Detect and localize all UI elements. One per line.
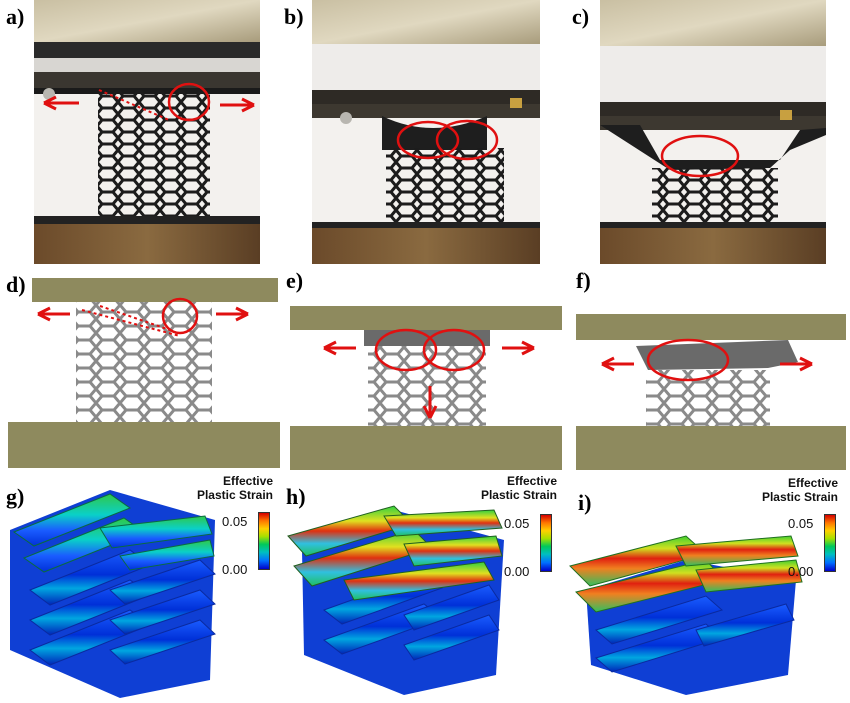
photo-b [312,0,540,264]
colorbar-title-line1-h: Effective [506,474,557,488]
colorbar-title-line2-g: Plastic Strain [196,488,273,502]
panel-g: g) Effective Plastic Strain [0,470,284,703]
photo-c [600,0,826,264]
panel-label-b: b) [284,4,304,29]
panel-label-h: h) [286,484,306,509]
fe-render-h [287,505,504,695]
colorbar-max-g: 0.05 [222,514,248,529]
panel-b: b) [282,0,564,270]
panel-h: h) Effective Plastic Strain 0.0 [284,470,566,703]
colorbar-title-line2-h: Plastic Strain [480,488,557,502]
panel-i: i) Effective Plastic Strain 0.05 0.00 [566,470,850,703]
schematic-f [576,314,846,470]
colorbar-max-i: 0.05 [788,516,814,531]
colorbar-title-i: Effective Plastic Strain [726,476,838,504]
schematic-e [290,306,562,470]
photo-c-drawing [600,0,826,264]
colorbar-min-h: 0.00 [504,564,530,579]
colorbar-i [824,514,836,572]
colorbar-h [540,514,552,572]
colorbar-title-line1-g: Effective [222,474,273,488]
panel-d: d) [0,270,284,470]
panel-label-a: a) [6,4,25,29]
fe-render-g [10,490,216,698]
panel-label-g: g) [6,484,25,509]
fe-render-i [569,535,803,695]
colorbar-title-line2-i: Plastic Strain [761,490,838,504]
panel-label-i: i) [578,490,592,515]
colorbar-max-h: 0.05 [504,516,530,531]
photo-a [34,0,260,264]
panel-label-c: c) [572,4,590,29]
colorbar-title-g: Effective Plastic Strain [160,474,273,502]
panel-label-f: f) [576,268,591,293]
panel-label-d: d) [6,272,26,297]
photo-a-drawing [34,0,260,264]
colorbar-min-g: 0.00 [222,562,248,577]
panel-label-e: e) [286,268,304,293]
colorbar-title-h: Effective Plastic Strain [444,474,557,502]
panel-e: e) [284,270,568,470]
panel-c: c) [566,0,850,270]
colorbar-min-i: 0.00 [788,564,814,579]
colorbar-g [258,512,270,570]
panel-a: a) [0,0,280,270]
colorbar-title-line1-i: Effective [787,476,838,490]
panel-f: f) [568,270,850,470]
photo-b-drawing [312,0,540,264]
schematic-d [8,278,280,468]
